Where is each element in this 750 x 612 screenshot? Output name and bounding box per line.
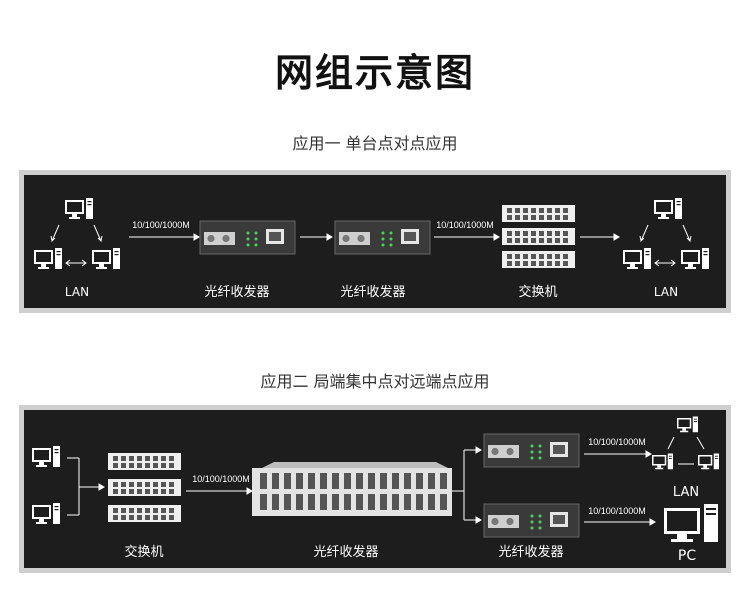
pc-icon xyxy=(664,504,718,542)
bracket-connector xyxy=(67,457,80,516)
switch-icon xyxy=(502,228,575,245)
arrow-icon xyxy=(667,436,705,465)
speed-top-label: 10/100/1000M xyxy=(588,437,646,447)
arrow-icon xyxy=(50,224,103,267)
switch-icon xyxy=(502,205,575,222)
speed-label-2: 10/100/1000M xyxy=(436,220,494,230)
switch-icon xyxy=(108,505,181,522)
converter-label: 光纤收发器 xyxy=(498,544,563,560)
arrow-icon xyxy=(300,233,333,241)
switch-icon xyxy=(108,453,181,470)
media-converter-icon xyxy=(199,220,296,255)
media-converter-icon xyxy=(483,433,580,468)
computer-icon xyxy=(652,453,673,470)
chassis-icon xyxy=(252,462,452,516)
computer-icon xyxy=(654,198,682,219)
switch-label: 交换机 xyxy=(518,284,557,300)
converter-1-label: 光纤收发器 xyxy=(204,284,269,300)
arrow-icon xyxy=(464,446,482,524)
speed-bottom-label: 10/100/1000M xyxy=(588,506,646,516)
computer-icon xyxy=(65,198,93,219)
arrow-icon xyxy=(580,233,620,241)
page-title: 网组示意图 xyxy=(274,51,475,95)
arrow-icon xyxy=(584,450,652,458)
lan-label: LAN xyxy=(673,485,699,500)
arrow-icon xyxy=(584,518,656,526)
speed-label-1: 10/100/1000M xyxy=(132,220,190,230)
computer-icon xyxy=(698,453,719,470)
branch-connector xyxy=(452,450,465,520)
app1-diagram: LAN 10/100/1000M 光纤收发器 光纤收发器 10/100/1000… xyxy=(34,198,709,300)
computer-icon xyxy=(34,248,62,269)
lan-left-label: LAN xyxy=(65,285,89,299)
converter-2-label: 光纤收发器 xyxy=(340,284,405,300)
app2-diagram: 交换机 10/100/1000M xyxy=(32,416,719,564)
app1-panel: LAN 10/100/1000M 光纤收发器 光纤收发器 10/100/1000… xyxy=(19,170,731,313)
app1-subtitle: 应用一 单台点对点应用 xyxy=(292,134,458,153)
arrow-icon xyxy=(186,487,253,495)
computer-icon xyxy=(677,416,698,433)
switch-label: 交换机 xyxy=(124,544,163,560)
pc-label: PC xyxy=(678,548,696,564)
arrow-icon xyxy=(434,233,500,241)
computer-icon xyxy=(681,248,709,269)
computer-icon xyxy=(32,503,60,524)
switch-icon xyxy=(502,251,575,268)
switch-icon xyxy=(108,479,181,496)
arrow-icon xyxy=(129,233,200,241)
chassis-label: 光纤收发器 xyxy=(313,544,378,560)
media-converter-icon xyxy=(334,220,431,255)
media-converter-icon xyxy=(483,503,580,538)
computer-icon xyxy=(92,248,120,269)
computer-icon xyxy=(32,446,60,467)
app2-panel: 交换机 10/100/1000M xyxy=(19,405,731,573)
computer-icon xyxy=(623,248,651,269)
arrow-icon xyxy=(79,483,105,491)
arrow-icon xyxy=(639,224,692,267)
lan-right-label: LAN xyxy=(654,285,678,299)
app2-subtitle: 应用二 局端集中点对远端点应用 xyxy=(260,372,490,391)
speed-main-label: 10/100/1000M xyxy=(192,474,250,484)
